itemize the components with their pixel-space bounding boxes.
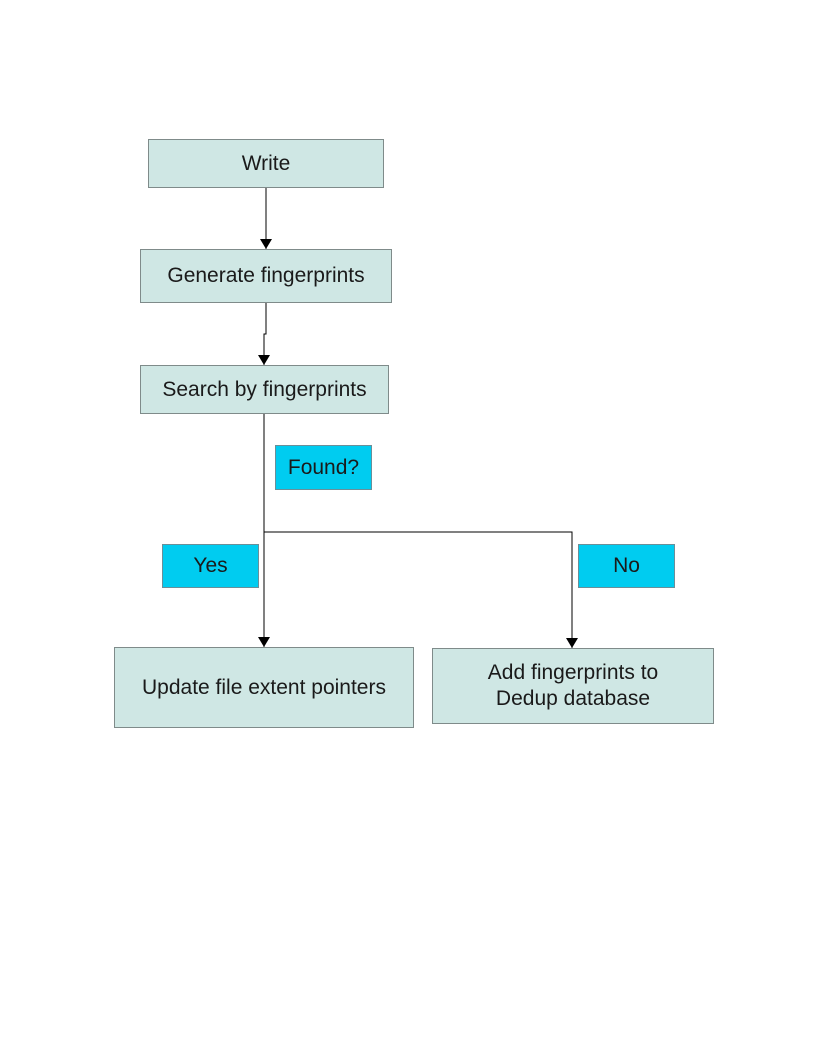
branch-no-label: No (578, 544, 675, 588)
arrow-no-to-add (264, 531, 578, 648)
branch-yes-label: Yes (162, 544, 259, 588)
node-add-fingerprints-to-dedup-database: Add fingerprints to Dedup database (432, 648, 714, 724)
node-write: Write (148, 139, 384, 188)
node-update-file-extent-pointers: Update file extent pointers (114, 647, 414, 728)
node-search-by-fingerprints: Search by fingerprints (140, 365, 389, 414)
node-generate-fingerprints: Generate fingerprints (140, 249, 392, 303)
arrow-generate-to-search (258, 303, 270, 365)
decision-found-label: Found? (275, 445, 372, 490)
